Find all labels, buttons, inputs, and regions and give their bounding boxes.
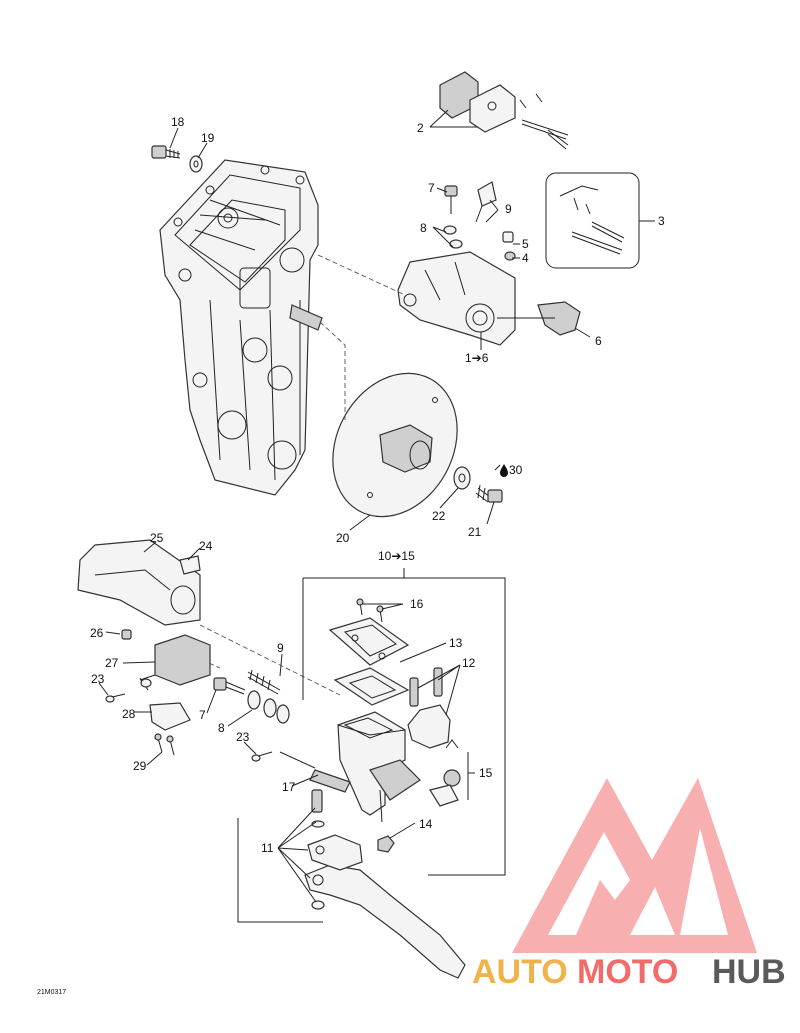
watermark-triangle-logo — [512, 778, 757, 953]
callout-5: 5 — [522, 237, 529, 251]
align-line-1 — [317, 254, 406, 296]
callout-9-bottom: 9 — [277, 641, 284, 655]
callout-15: 15 — [479, 766, 493, 780]
pin-23-right — [251, 751, 273, 762]
watermark-hub: HUB — [712, 953, 786, 991]
leader-lines — [98, 109, 655, 903]
callout-21: 21 — [468, 525, 482, 539]
lever-link-11 — [307, 834, 363, 871]
callout-23-left: 23 — [91, 672, 105, 686]
lever-housing-25 — [77, 539, 201, 626]
callout-24: 24 — [199, 539, 213, 553]
callout-6: 6 — [595, 334, 602, 348]
callout-16: 16 — [410, 597, 424, 611]
callout-19: 19 — [201, 131, 215, 145]
washer-22 — [453, 466, 471, 490]
caliper-kit-box — [545, 172, 640, 269]
callout-3: 3 — [658, 214, 665, 228]
pin-23-left — [105, 693, 126, 703]
callout-13: 13 — [449, 636, 463, 650]
callout-4: 4 — [522, 251, 529, 265]
callout-29: 29 — [133, 759, 147, 773]
callout-7-top: 7 — [428, 181, 435, 195]
callout-12: 12 — [462, 656, 476, 670]
reservoir-cover-13 — [328, 617, 410, 666]
clamp-12 — [407, 704, 451, 749]
washers-8-bottom — [247, 690, 290, 724]
callout-27: 27 — [105, 656, 119, 670]
bolt-18 — [151, 145, 181, 159]
diaphragm — [333, 667, 410, 706]
bracket-28 — [149, 702, 191, 731]
brake-disc — [332, 372, 458, 518]
callout-23-right: 23 — [236, 730, 250, 744]
nut-14 — [377, 835, 395, 853]
bolt-7-bottom — [213, 677, 246, 695]
callout-8-top: 8 — [420, 221, 427, 235]
brake-caliper — [397, 251, 581, 346]
pivot-pin-11 — [311, 789, 325, 910]
bolts-12 — [409, 667, 443, 707]
callout-11: 11 — [261, 841, 274, 855]
callout-2: 2 — [417, 121, 424, 135]
gearbox-housing — [159, 159, 323, 496]
callout-7-bottom: 7 — [199, 708, 206, 722]
bolt-21 — [475, 484, 503, 503]
callout-20: 20 — [336, 531, 350, 545]
align-line-2 — [319, 321, 346, 420]
align-line-4 — [179, 649, 221, 669]
callout-9-top: 9 — [505, 202, 512, 216]
callout-1-6: 1➔6 — [465, 351, 489, 365]
align-line-3 — [199, 624, 341, 696]
bolt-7-top — [444, 185, 458, 214]
bleed-screw-9 — [475, 181, 497, 223]
callout-22: 22 — [432, 509, 446, 523]
callout-30: 30 — [509, 463, 523, 477]
drawing-code: 21M0317 — [37, 989, 66, 996]
callout-10-15: 10➔15 — [378, 549, 415, 563]
callout-28: 28 — [122, 707, 136, 721]
pivot-15 — [429, 739, 461, 807]
callout-8-bottom: 8 — [218, 721, 225, 735]
brake-pads — [439, 71, 516, 133]
callout-25: 25 — [150, 531, 164, 545]
screw-26 — [121, 629, 132, 640]
callouts: 18 19 2 3 7 9 8 5 4 6 1➔6 30 22 21 20 25… — [37, 115, 665, 996]
oil-drop-icon — [500, 464, 508, 477]
piston-17 — [279, 751, 351, 793]
watermark-moto: MOTO — [577, 953, 678, 991]
washers-8-top — [443, 225, 463, 249]
master-cylinder-body — [337, 711, 421, 823]
automotohub-watermark: AUTO MOTO HUB — [472, 778, 786, 991]
screws-29 — [154, 733, 175, 756]
cap-5-plug-4 — [502, 231, 516, 261]
callout-26: 26 — [90, 626, 104, 640]
callout-18: 18 — [171, 115, 185, 129]
watermark-auto: AUTO — [472, 953, 568, 991]
pad-pins — [519, 93, 569, 150]
callout-14: 14 — [419, 817, 433, 831]
label-24 — [179, 555, 201, 575]
banjo-bolt-9 — [247, 669, 281, 695]
washer-19 — [189, 155, 203, 173]
brake-lever — [304, 864, 466, 979]
callout-17: 17 — [282, 780, 296, 794]
master-cylinder-box — [237, 568, 506, 923]
switch-27 — [139, 634, 211, 691]
